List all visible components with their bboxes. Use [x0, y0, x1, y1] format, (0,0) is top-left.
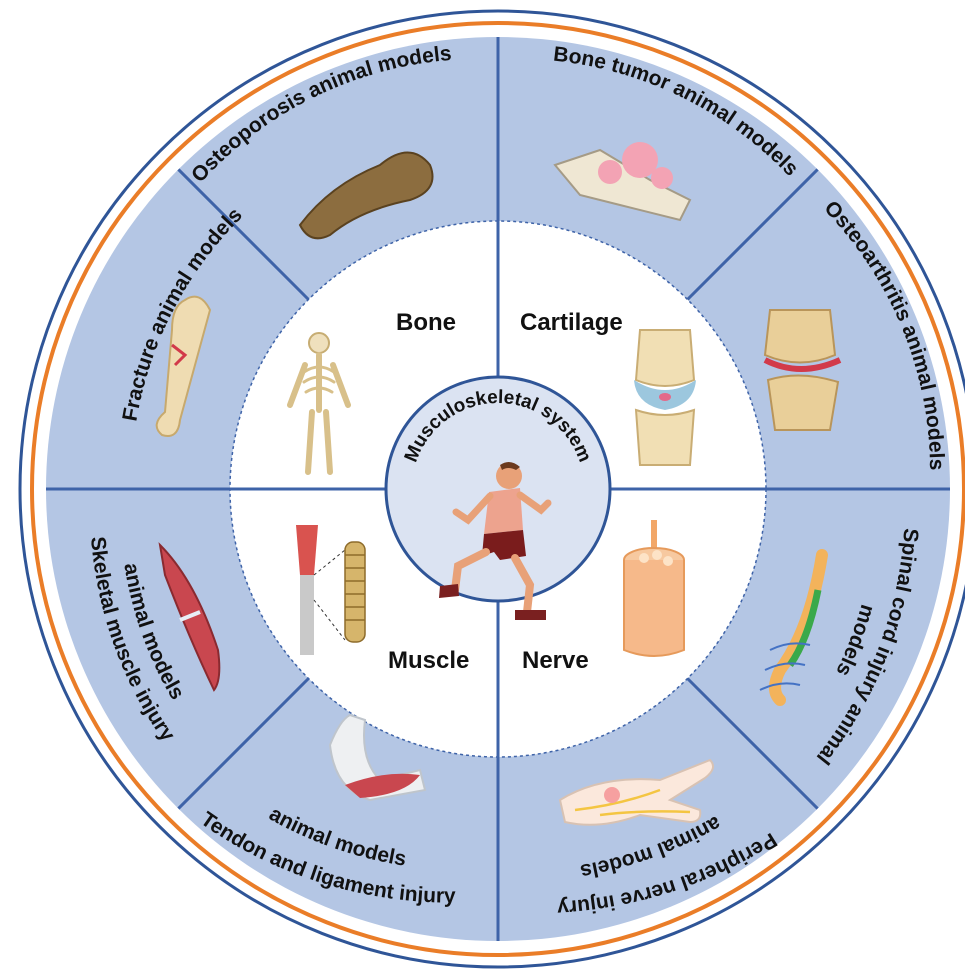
- category-muscle: Muscle: [388, 647, 469, 674]
- category-bone: Bone: [396, 309, 456, 336]
- category-nerve: Nerve: [522, 647, 589, 674]
- center-circle: [386, 377, 610, 601]
- knee-joint-icon: [634, 330, 696, 465]
- category-cartilage: Cartilage: [520, 309, 623, 336]
